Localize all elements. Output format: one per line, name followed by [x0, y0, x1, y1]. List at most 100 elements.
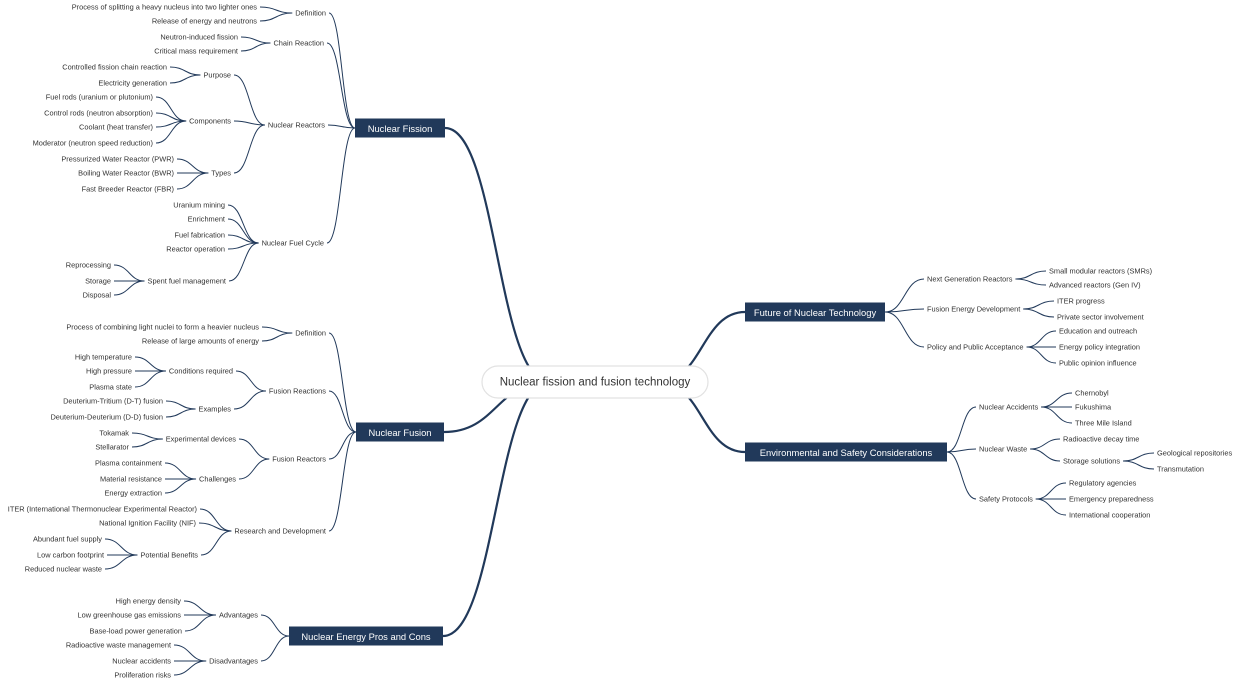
root-node-label: Nuclear fission and fusion technology — [500, 377, 691, 389]
branch-node-fusion[interactable] — [356, 422, 444, 442]
connector-line — [327, 124, 356, 129]
node-conditions-label: Conditions required — [169, 367, 233, 376]
connector-line — [227, 242, 259, 250]
connector-line — [328, 390, 357, 433]
node-storage-label: Storage solutions — [1063, 457, 1120, 466]
connector-line — [235, 370, 266, 392]
connector-line — [261, 326, 293, 334]
connector-line — [259, 12, 293, 22]
node-children-c3: Base-load power generation — [90, 627, 182, 636]
branch-node-environment[interactable] — [745, 442, 947, 462]
connector-line — [1026, 346, 1057, 364]
connector-line — [164, 462, 197, 480]
node-children-c2: Electricity generation — [98, 79, 167, 88]
connector-line — [233, 390, 266, 410]
connector-line — [328, 12, 356, 129]
connector-line — [173, 644, 207, 662]
node-children-c3: Fast Breeder Reactor (FBR) — [82, 185, 174, 194]
node-children-c2: Critical mass requirement — [154, 47, 238, 56]
connector-line — [1123, 452, 1155, 462]
node-definition-label: Definition — [295, 9, 326, 18]
node-children-c3: Energy extraction — [104, 489, 162, 498]
node-children-c2: Energy policy integration — [1059, 343, 1140, 352]
node-children-c1: Process of splitting a heavy nucleus int… — [72, 3, 258, 12]
node-children-c1: Plasma containment — [95, 459, 162, 468]
node-types-label: Types — [211, 169, 231, 178]
node-accidents-label: Nuclear Accidents — [979, 403, 1038, 412]
node-children-c3: Reduced nuclear waste — [25, 565, 102, 574]
connector-line — [238, 458, 270, 480]
connector-line — [104, 554, 138, 570]
node-children-c2: Low greenhouse gas emissions — [77, 611, 181, 620]
node-benefits-label: Potential Benefits — [140, 551, 198, 560]
connector-line — [169, 74, 201, 84]
node-children-c3: Coolant (heat transfer) — [79, 123, 153, 132]
node-children-c1: High temperature — [75, 353, 132, 362]
node-children-c1: Deuterium-Tritium (D-T) fusion — [63, 397, 163, 406]
node-children-c3: Proliferation risks — [114, 671, 171, 680]
connector-line — [1015, 270, 1047, 280]
connector-line — [444, 126, 550, 384]
node-children-c2: Stellarator — [95, 443, 129, 452]
node-children-c1: High energy density — [116, 597, 182, 606]
node-children-c2: Release of energy and neutrons — [152, 17, 257, 26]
branch-node-fission[interactable] — [355, 118, 445, 138]
connector-line — [155, 120, 187, 144]
node-components-label: Components — [189, 117, 231, 126]
connector-line — [227, 204, 259, 244]
node-children-c2: Release of large amounts of energy — [142, 337, 259, 346]
connector-line — [1035, 498, 1067, 516]
node-children-c2: Deuterium-Deuterium (D-D) fusion — [50, 413, 163, 422]
node-reactors-label: Nuclear Reactors — [268, 121, 325, 130]
node-children-c1: Abundant fuel supply — [33, 535, 102, 544]
node-children-c2: Nuclear accidents — [112, 657, 171, 666]
connector-line — [259, 6, 293, 14]
node-devices-label: Experimental devices — [166, 435, 237, 444]
node-children-c1: Chernobyl — [1075, 389, 1109, 398]
connector-line — [228, 242, 259, 282]
node-children-c2: Transmutation — [1157, 465, 1204, 474]
node-examples-label: Examples — [199, 405, 232, 414]
node-children-c1: Uranium mining — [173, 201, 225, 210]
node-children-c2: Low carbon footprint — [37, 551, 104, 560]
connector-line — [233, 74, 266, 126]
node-research-label: Research and Development — [234, 527, 326, 536]
connector-line — [326, 127, 356, 244]
node-advantages-label: Advantages — [219, 611, 258, 620]
connector-line — [884, 308, 925, 313]
connector-line — [240, 42, 271, 52]
node-children-c3: International cooperation — [1069, 511, 1150, 520]
node-children-c4: Reactor operation — [166, 245, 225, 254]
node-children-c1: Radioactive decay time — [1063, 435, 1139, 444]
connector-line — [1023, 308, 1055, 318]
connector-line — [134, 356, 166, 372]
node-disadvantages-label: Disadvantages — [209, 657, 258, 666]
node-children-c1: Geological repositories — [1157, 449, 1232, 458]
node-challenges-label: Challenges — [199, 475, 236, 484]
node-children-c2: Storage — [85, 277, 111, 286]
node-children-c3: Three Mile Island — [1075, 419, 1132, 428]
connector-line — [113, 264, 145, 282]
branch-node-future[interactable] — [745, 302, 885, 322]
connector-line — [233, 124, 266, 174]
connector-line — [1015, 278, 1047, 286]
connector-line — [176, 158, 209, 174]
connector-line — [1030, 438, 1061, 450]
node-children-c3: Plasma state — [89, 383, 132, 392]
node-children-c1: Controlled fission chain reaction — [62, 63, 167, 72]
node-children-c2: Control rods (neutron absorption) — [44, 109, 153, 118]
node-children-c1: Reprocessing — [66, 261, 111, 270]
connector-line — [104, 538, 138, 556]
connector-line — [261, 332, 293, 342]
connector-line — [442, 380, 550, 638]
node-children-c2: Enrichment — [188, 215, 225, 224]
node-children-c1: Fuel rods (uranium or plutonium) — [46, 93, 153, 102]
connector-line — [165, 408, 196, 418]
connector-lines — [104, 6, 1155, 676]
node-children-c4: Moderator (neutron speed reduction) — [33, 139, 153, 148]
mind-map-nodes: Nuclear fission and fusion technologyNuc… — [8, 3, 1233, 680]
branch-node-proscons[interactable] — [289, 626, 443, 646]
connector-line — [165, 400, 196, 410]
node-nextgen-label: Next Generation Reactors — [927, 275, 1013, 284]
